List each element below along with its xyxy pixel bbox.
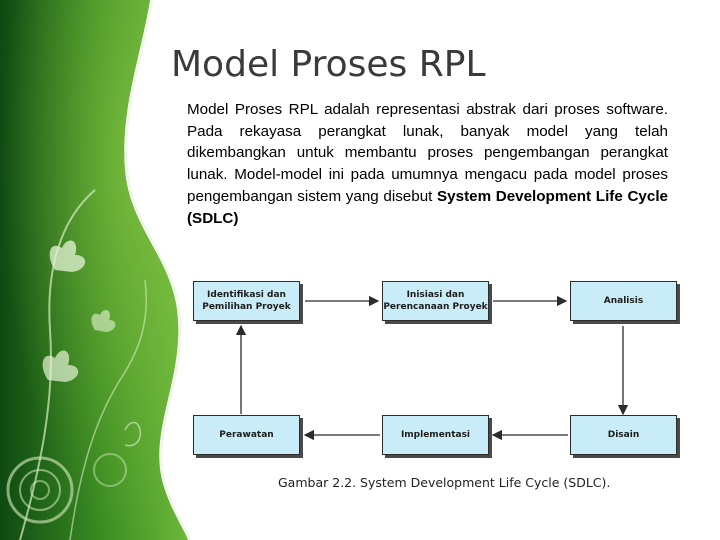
sdlc-diagram: Identifikasi dan Pemilihan Proyek Inisia… [193,276,685,466]
box-disain: Disain [570,415,677,455]
floral-sidebar-decoration [0,0,190,540]
box-analisis: Analisis [570,281,677,321]
diagram-arrows [235,295,629,441]
box-perawatan: Perawatan [193,415,300,455]
figure-caption: Gambar 2.2. System Development Life Cycl… [278,475,611,490]
body-bold-term: System Development Life Cycle (SDLC) [187,187,668,227]
box-inisiasi: Inisiasi dan Perencanaan Proyek [382,281,489,321]
body-text: Model Proses RPL adalah representasi abs… [187,101,668,205]
body-paragraph: Model Proses RPL adalah representasi abs… [187,99,668,229]
slide-title: Model Proses RPL [171,44,486,85]
box-implementasi: Implementasi [382,415,489,455]
box-identifikasi: Identifikasi dan Pemilihan Proyek [193,281,300,321]
